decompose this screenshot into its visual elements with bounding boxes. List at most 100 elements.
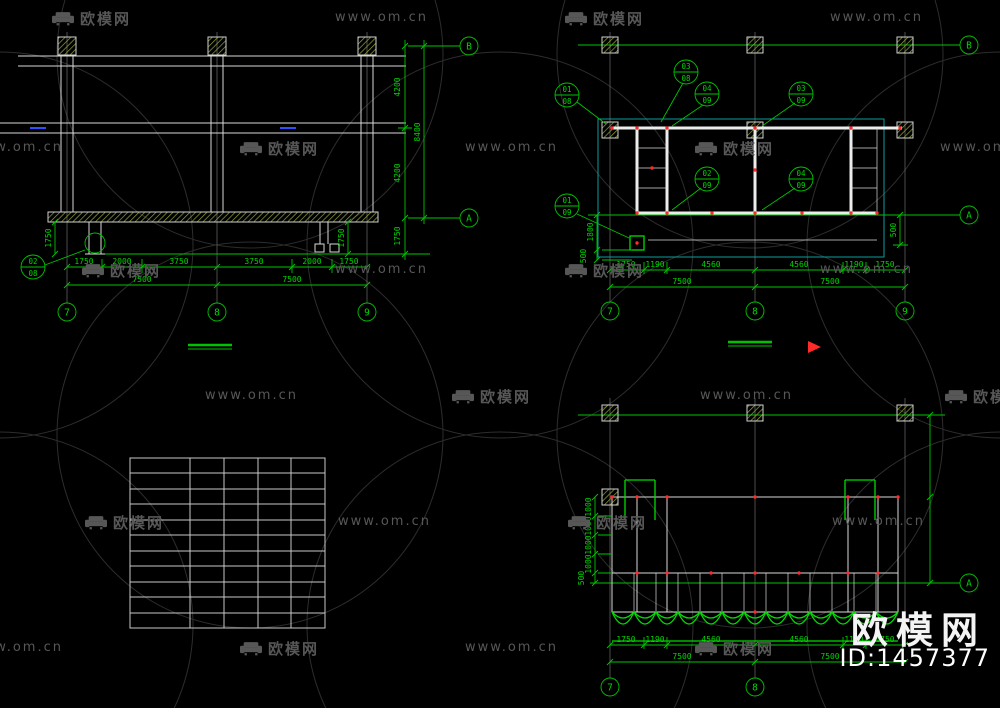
column-hatch: [601, 404, 619, 422]
footer-id: ID:1457377: [839, 644, 990, 672]
dim-label: 1000: [584, 497, 593, 516]
svg-text:08: 08: [681, 74, 691, 83]
elevation-view: 4200 4200 8400 1750 1750 1750 1750 2000 …: [0, 32, 479, 350]
svg-text:02: 02: [702, 169, 711, 178]
grid-bubble-9: 9: [895, 301, 915, 321]
dim-label: 1750: [393, 226, 402, 245]
grid-bubble-B: B: [459, 36, 479, 56]
dim-label: 500: [577, 571, 586, 586]
grid-bubble-A: A: [959, 205, 979, 225]
dim-label: 1190: [844, 635, 863, 644]
svg-text:09: 09: [702, 181, 711, 190]
section-view: 1000 1000 1000 1000 500 1750 1190 4560 4…: [577, 398, 979, 697]
column-hatch: [207, 36, 227, 56]
dim-label: 2000: [112, 257, 131, 266]
svg-text:08: 08: [562, 97, 572, 106]
svg-text:8: 8: [752, 307, 758, 318]
svg-text:01: 01: [562, 196, 571, 205]
column-hatch: [746, 404, 764, 422]
grid-bubble-B: B: [959, 35, 979, 55]
dim-label: 1190: [844, 260, 863, 269]
svg-text:7: 7: [607, 683, 613, 694]
dim-label: 2000: [302, 257, 321, 266]
svg-text:B: B: [466, 42, 472, 53]
svg-text:9: 9: [902, 307, 908, 318]
grid-bubble-7: 7: [600, 301, 620, 321]
grid-bubble-9: 9: [357, 302, 377, 322]
dim-label: 4560: [789, 635, 808, 644]
svg-text:09: 09: [562, 208, 571, 217]
dim-label: 1750: [616, 260, 635, 269]
dim-label: 1000: [584, 554, 593, 573]
svg-text:B: B: [966, 41, 972, 52]
red-marker-icon: [808, 341, 821, 353]
grid-bubble-8: 8: [745, 301, 765, 321]
grid-bubble-7: 7: [600, 677, 620, 697]
dim-label: 1190: [645, 635, 664, 644]
dim-label: 4560: [701, 635, 720, 644]
grid-bubble-A: A: [459, 208, 479, 228]
column-hatch: [896, 404, 914, 422]
svg-text:03: 03: [796, 84, 805, 93]
schedule-table: [129, 457, 326, 629]
column-hatch: [601, 121, 619, 139]
dim-label: 3750: [169, 257, 188, 266]
dim-label: 1750: [337, 228, 346, 247]
cyan-frame: [597, 118, 885, 258]
svg-text:02: 02: [28, 257, 37, 266]
dim-label: 1750: [875, 635, 894, 644]
svg-text:09: 09: [796, 96, 805, 105]
dim-label: 3750: [244, 257, 263, 266]
dim-label: 1750: [875, 260, 894, 269]
svg-text:9: 9: [364, 308, 370, 319]
svg-text:03: 03: [681, 62, 690, 71]
column-hatch: [746, 36, 764, 54]
connection-dots: [610, 126, 902, 245]
dim-label: 1750: [616, 635, 635, 644]
svg-text:A: A: [466, 214, 472, 225]
detail-target-box: [629, 235, 645, 251]
dim-label: 8400: [413, 122, 422, 141]
column-hatch: [601, 36, 619, 54]
detail-target-circle: [84, 232, 106, 254]
column-hatch: [896, 121, 914, 139]
dim-label: 7500: [282, 275, 301, 284]
svg-text:09: 09: [796, 181, 805, 190]
dim-label: 1000: [584, 535, 593, 554]
detail-callout: 02 08: [20, 249, 86, 280]
dim-label: 1000: [584, 516, 593, 535]
drape-scallops: [611, 610, 899, 625]
dim-label: 7500: [820, 652, 839, 661]
svg-text:04: 04: [702, 84, 712, 93]
connection-dots: [610, 495, 900, 614]
dim-label: 1800: [586, 222, 595, 241]
svg-text:04: 04: [796, 169, 806, 178]
column-hatch: [896, 36, 914, 54]
dim-label: 1190: [645, 260, 664, 269]
svg-text:01: 01: [562, 85, 571, 94]
svg-text:8: 8: [214, 308, 220, 319]
footer-brand: 欧模网: [851, 609, 986, 652]
dim-label: 4560: [789, 260, 808, 269]
grid-bubble-8: 8: [745, 677, 765, 697]
dim-label: 1750: [339, 257, 358, 266]
dim-label: 1750: [44, 228, 53, 247]
svg-text:08: 08: [28, 269, 38, 278]
dim-label: 500: [889, 223, 898, 238]
grid-bubble-A: A: [959, 573, 979, 593]
svg-text:09: 09: [702, 96, 711, 105]
dim-label: 4560: [701, 260, 720, 269]
dim-label: 4200: [393, 77, 402, 96]
svg-text:A: A: [966, 579, 972, 590]
svg-text:7: 7: [64, 308, 70, 319]
beam-hatch: [47, 211, 379, 223]
dim-label: 1750: [74, 257, 93, 266]
